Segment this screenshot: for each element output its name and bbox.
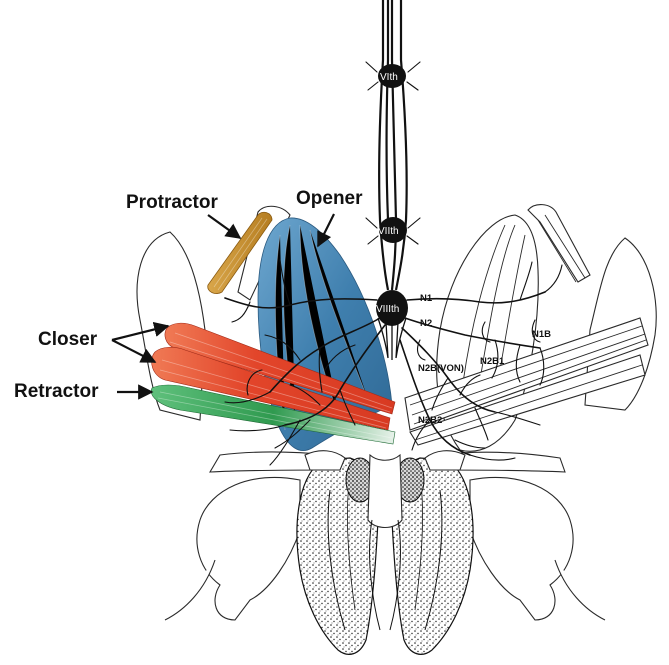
nerve-label-n2b1: N2B1	[480, 356, 505, 367]
nerve-label-n2b-von: N2B(VON)	[418, 363, 464, 374]
nerve-label-n1: N1	[420, 293, 433, 304]
mandibles	[165, 451, 605, 655]
label-closer: Closer	[38, 329, 98, 350]
ganglion-label-viith: VIIth	[378, 226, 399, 237]
label-protractor: Protractor	[126, 192, 218, 213]
nerve-label-n2: N2	[420, 318, 432, 329]
label-opener: Opener	[296, 188, 363, 209]
ganglion-label-viiith: VIIIth	[376, 304, 399, 315]
nerve-label-n1b: N1B	[532, 329, 551, 340]
ganglion-label-vith: VIth	[380, 72, 398, 83]
arrow-protractor	[208, 215, 240, 238]
label-retractor: Retractor	[14, 381, 99, 402]
nerve-label-n2b2: N2B2	[418, 415, 442, 426]
